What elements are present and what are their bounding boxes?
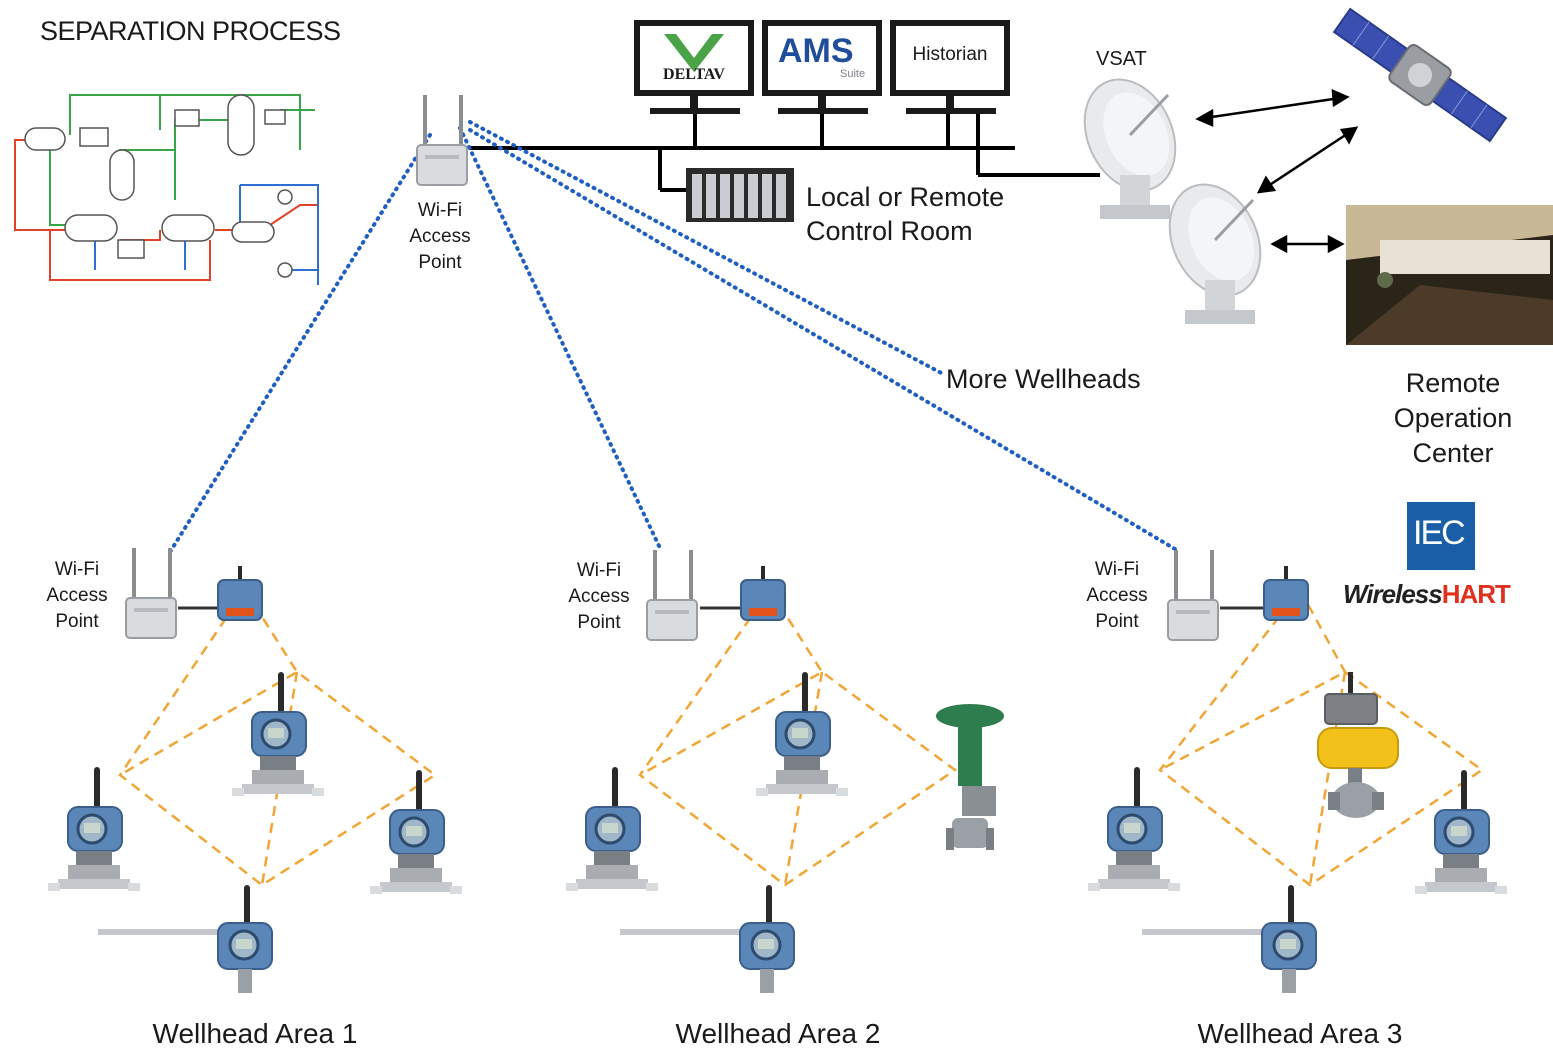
area2-gateway [740,565,786,621]
control-room-line2: Control Room [806,216,973,246]
main-ap-line2: Access [409,226,471,247]
roc-line2: Operation [1393,403,1513,433]
area3-ap-line3: Point [1095,611,1139,632]
area2-ap-line3: Point [577,612,621,633]
area3-temperature-transmitter [1140,883,1318,995]
area1-transmitter-right [368,768,464,896]
wirelesshart-bold: HART [1441,579,1511,609]
remote-operation-center-photo [1346,205,1553,345]
area1-access-point [125,547,177,639]
ams-logo-text: AMS [778,32,854,70]
iec-logo [1407,502,1475,570]
area2-temperature-transmitter [618,883,796,995]
area3-transmitter-right [1413,768,1509,896]
area3-ap-line2: Access [1086,585,1148,606]
area3-gateway [1263,565,1309,621]
area3-ap-label: Wi-Fi Access Point [1072,557,1162,635]
area3-access-point [1167,549,1219,641]
ams-monitor [762,20,882,114]
page-title: SEPARATION PROCESS [40,16,341,46]
vsat-label: VSAT [1096,48,1147,70]
separation-process-schematic [10,94,325,295]
wirelesshart-italic: Wireless [1343,579,1443,609]
area1-ap-label: Wi-Fi Access Point [32,557,122,635]
area2-access-point [646,549,698,641]
main-ap-label: Wi-Fi Access Point [395,198,485,276]
main-ap-line1: Wi-Fi [417,200,463,221]
vsat-dish-upper [1065,63,1195,221]
control-room-line1: Local or Remote [806,182,1005,212]
satellite-link-arrows [1195,89,1359,254]
area3-transmitter-left [1086,765,1182,893]
area1-gateway [217,565,263,621]
historian-text: Historian [912,44,988,65]
wirelesshart-logo: WirelessHART [1343,579,1511,610]
area1-ap-line1: Wi-Fi [54,559,100,580]
area2-transmitter-left [564,765,660,893]
area2-ap-label: Wi-Fi Access Point [554,558,644,636]
roc-line1: Remote [1405,368,1501,398]
area1-transmitter-left [46,765,142,893]
area1-transmitter-top [230,670,326,798]
controller-rack [686,168,794,222]
main-access-point [416,94,468,186]
area2-ap-line1: Wi-Fi [576,560,622,581]
area3-ap-line1: Wi-Fi [1094,559,1140,580]
network-backbone [470,110,1100,192]
area2-transmitter-top [754,670,850,798]
deltav-logo-text: DELTAV [663,66,725,83]
wellhead-area-2-label: Wellhead Area 2 [675,1018,881,1049]
wifi-links [168,120,1182,554]
more-wellheads-label: More Wellheads [946,364,1141,394]
iec-logo-text: IEC [1413,514,1466,552]
satellite-icon [1332,7,1508,143]
area1-ap-line2: Access [46,585,108,606]
deltav-monitor [634,20,754,114]
control-room-label: Local or Remote Control Room [806,180,1004,248]
area3-actuated-valve [1317,672,1399,818]
area2-control-valve [936,704,1004,850]
area1-temperature-transmitter [96,883,274,995]
area2-ap-line2: Access [568,586,630,607]
historian-monitor [890,20,1010,114]
roc-line3: Center [1412,438,1494,468]
wellhead-area-1-label: Wellhead Area 1 [152,1018,358,1049]
wellhead-area-3-label: Wellhead Area 3 [1197,1018,1403,1049]
ams-suite-text: Suite [840,68,866,80]
area1-ap-line3: Point [55,611,99,632]
remote-operation-center-label: Remote Operation Center [1360,366,1546,471]
main-ap-line3: Point [418,252,462,273]
